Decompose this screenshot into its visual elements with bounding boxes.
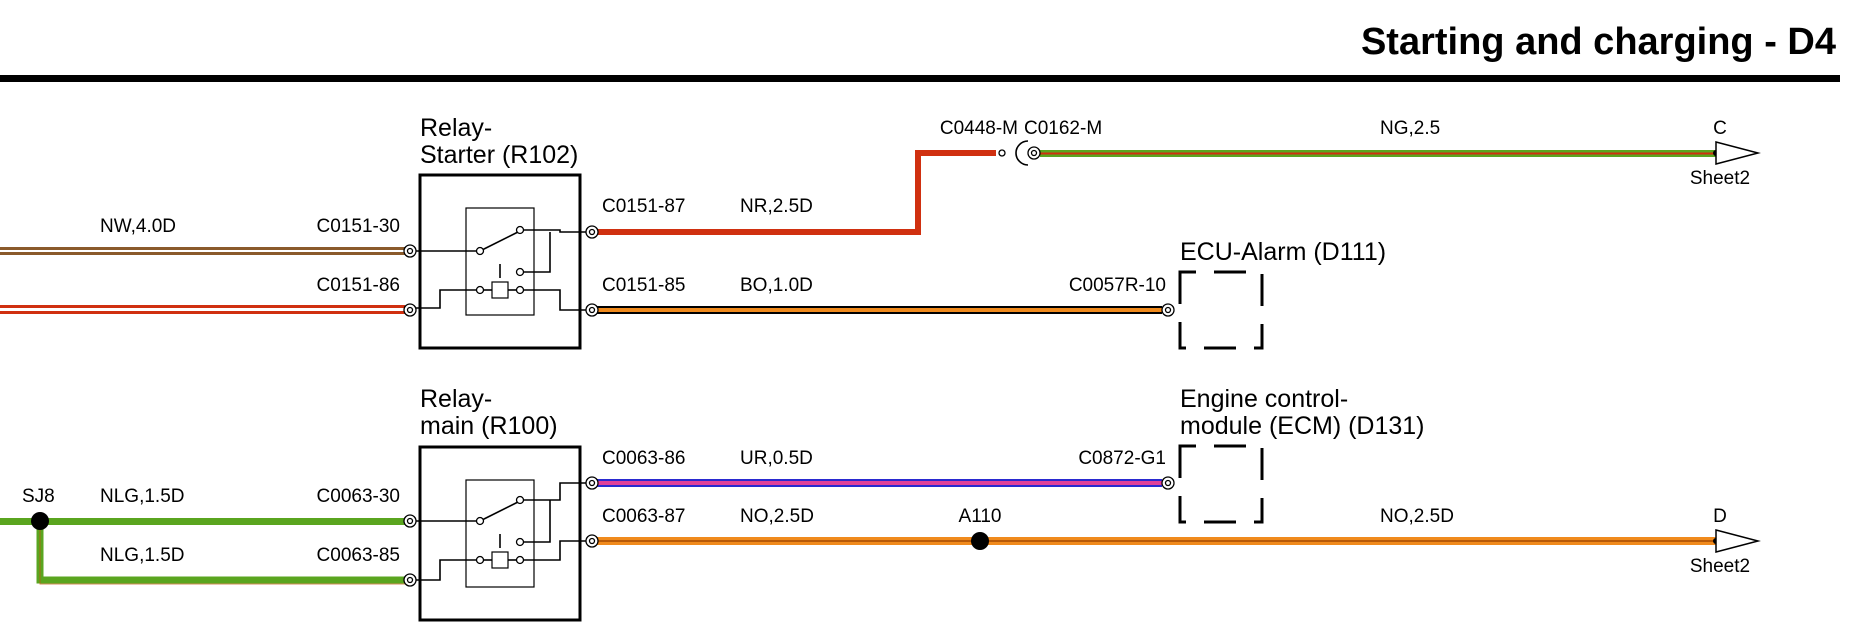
page-title: Starting and charging - D4	[1361, 21, 1836, 63]
connector-c0063-87: C0063-87	[602, 506, 685, 527]
connector-c0063-86: C0063-86	[602, 448, 685, 469]
ecm-label-1: Engine control-	[1180, 385, 1348, 413]
wire-nr-2-5d	[597, 150, 996, 235]
relay-main-label-2: main (R100)	[420, 412, 558, 440]
wire-label-ur-0-5d: UR,0.5D	[740, 448, 813, 469]
wire-label-no-2-5d-right: NO,2.5D	[1380, 506, 1454, 527]
relay-main-label-1: Relay-	[420, 385, 492, 413]
wire-no-2-5d	[597, 537, 1717, 545]
offpage-arrow-c[interactable]	[1713, 141, 1761, 165]
ecu-alarm-d111[interactable]	[1161, 270, 1264, 350]
ecm-label-2: module (ECM) (D131)	[1180, 412, 1425, 440]
ecu-alarm-label: ECU-Alarm (D111)	[1180, 238, 1386, 266]
wire-label-no-2-5d-left: NO,2.5D	[740, 506, 814, 527]
connector-c0063-85: C0063-85	[317, 545, 400, 566]
connector-c0063-30: C0063-30	[317, 486, 400, 507]
connector-c0151-86: C0151-86	[317, 275, 400, 296]
relay-starter-r102[interactable]	[403, 173, 599, 350]
offpage-d-letter: D	[1713, 506, 1727, 527]
relay-main-r100[interactable]	[403, 445, 599, 622]
wire-nw-4-0d	[0, 247, 405, 255]
connector-c0162-m: C0162-M	[1024, 118, 1102, 139]
offpage-c-letter: C	[1713, 118, 1727, 139]
offpage-arrow-d[interactable]	[1713, 529, 1761, 553]
offpage-d-sheet: Sheet2	[1690, 556, 1750, 577]
relay-starter-label-2: Starter (R102)	[420, 141, 578, 169]
connector-c0151-87: C0151-87	[602, 196, 685, 217]
connector-c0872-g1: C0872-G1	[1078, 448, 1166, 469]
ecm-d131[interactable]	[1161, 444, 1264, 524]
connector-c0151-85: C0151-85	[602, 275, 685, 296]
relay-starter-label-1: Relay-	[420, 114, 492, 142]
splice-label-a110: A110	[959, 506, 1002, 527]
splice-a110	[971, 532, 989, 550]
wire-label-nlg-1-5d-bottom: NLG,1.5D	[100, 545, 184, 566]
connector-c0057r-10: C0057R-10	[1069, 275, 1166, 296]
wire-ur-0-5d	[597, 479, 1162, 487]
wire-ng-2-5	[1040, 150, 1716, 157]
wire-label-ng-2-5: NG,2.5	[1380, 118, 1440, 139]
connector-c0448-m: C0448-M	[940, 118, 1018, 139]
wire-nlg-1-5d-top	[0, 518, 405, 525]
wire-c0151-86-feed	[0, 305, 405, 314]
offpage-c-sheet: Sheet2	[1690, 168, 1750, 189]
title-rule	[0, 75, 1840, 82]
inline-connector-c0448-c0162[interactable]	[998, 140, 1041, 166]
wire-label-nr-2-5d: NR,2.5D	[740, 196, 813, 217]
wire-label-bo-1-0d: BO,1.0D	[740, 275, 813, 296]
wire-label-nw-4-0d: NW,4.0D	[100, 216, 176, 237]
splice-label-sj8: SJ8	[22, 486, 55, 507]
wire-bo-1-0d	[597, 306, 1162, 314]
connector-c0151-30: C0151-30	[317, 216, 400, 237]
wire-label-nlg-1-5d-top: NLG,1.5D	[100, 486, 184, 507]
splice-sj8	[31, 512, 49, 530]
